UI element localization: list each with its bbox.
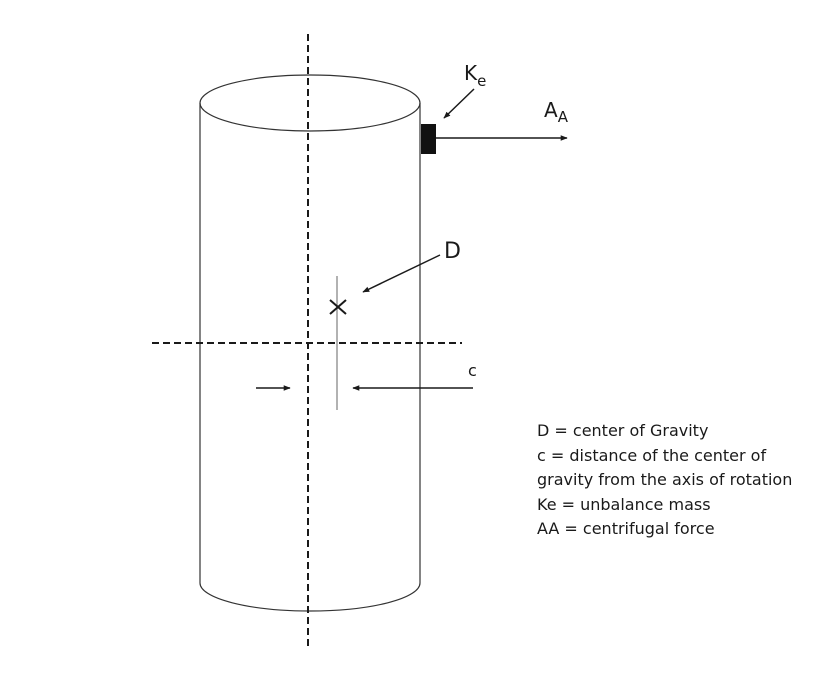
legend: D = center of Gravity c = distance of th… xyxy=(537,419,792,542)
label-aa: AA xyxy=(544,98,569,126)
cylinder-bottom-arc xyxy=(199,582,421,612)
legend-line-d: D = center of Gravity xyxy=(537,421,709,440)
label-d: D xyxy=(444,239,461,264)
legend-line-c: c = distance of the center of xyxy=(537,445,767,465)
legend-line-c-cont: gravity from the axis of rotation xyxy=(537,470,793,489)
center-of-gravity-pointer-arrow xyxy=(362,254,441,293)
label-c: c xyxy=(468,361,477,380)
unbalance-mass-block xyxy=(421,124,436,154)
label-ke: Ke xyxy=(464,61,486,90)
center-of-gravity-marker xyxy=(329,299,347,315)
legend-line-aa: AA = centrifugal force xyxy=(537,519,715,538)
cylinder-top-ellipse xyxy=(199,74,421,132)
unbalance-mass-pointer-arrow xyxy=(443,88,475,119)
legend-line-ke: Ke = unbalance mass xyxy=(537,494,711,514)
